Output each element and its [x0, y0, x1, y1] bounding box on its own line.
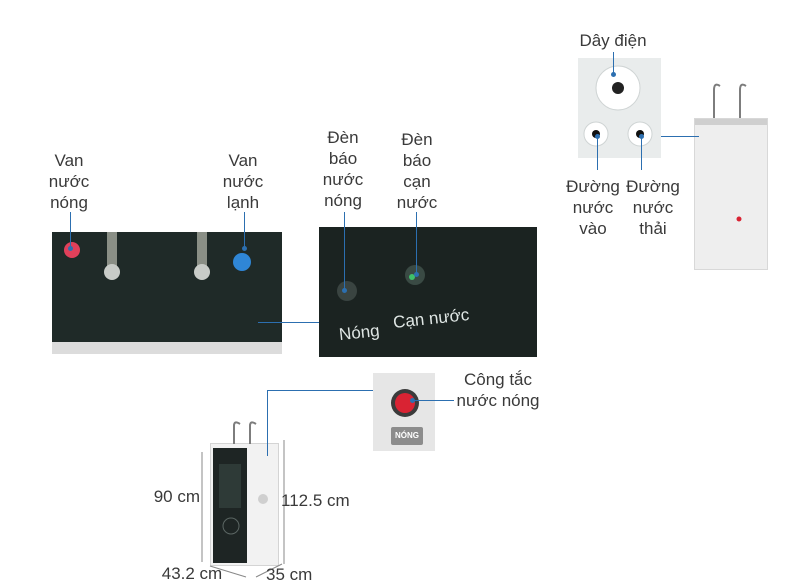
indicator-panel-photo: Nóng Cạn nước — [319, 227, 537, 357]
switch-photo: NÓNG — [373, 373, 435, 451]
indicator-panel-drawing — [319, 227, 537, 357]
leader-hot-valve-dot — [68, 246, 73, 251]
power-cord-drawing — [578, 58, 661, 158]
switch-drawing — [373, 373, 435, 451]
leader-hot-valve — [70, 212, 71, 248]
leader-power-cord-dot — [611, 72, 616, 77]
leader-switch-to-machine-v — [267, 390, 268, 456]
label-power-cord: Dây điện — [579, 31, 647, 50]
leader-power-to-machine — [661, 136, 699, 137]
machine-faucets — [233, 421, 257, 444]
faucets-drawing — [713, 83, 747, 118]
leader-water-inlet-dot — [595, 134, 600, 139]
leader-hot-light — [344, 212, 345, 290]
machine-top-photo — [694, 118, 768, 270]
valve-panel-drawing — [52, 232, 282, 354]
leader-hot-switch-dot — [410, 398, 415, 403]
power-cord-photo — [578, 58, 661, 158]
leader-power-cord — [613, 52, 614, 74]
leader-panel-link — [258, 322, 319, 323]
machine-top-drawing — [695, 119, 767, 269]
dimension-height-total: 112.5 cm — [281, 491, 350, 510]
machine-photo — [210, 443, 279, 566]
dimension-lines — [201, 440, 285, 578]
leader-cold-valve-dot — [242, 246, 247, 251]
valve-panel-photo — [52, 232, 282, 354]
leader-water-outlet — [641, 136, 642, 170]
dimension-width: 43.2 cm — [161, 564, 223, 583]
dimension-depth: 35 cm — [266, 565, 313, 584]
leader-empty-light — [416, 212, 417, 274]
leader-hot-switch — [412, 400, 454, 401]
panel-text-hot: Nóng — [338, 320, 381, 345]
hot-switch-button — [395, 393, 415, 413]
leader-empty-light-dot — [414, 272, 419, 277]
hot-indicator-light — [337, 281, 357, 301]
leader-switch-to-machine-h — [267, 390, 373, 391]
leader-hot-light-dot — [342, 288, 347, 293]
switch-label-text: NÓNG — [395, 431, 419, 440]
leader-water-inlet — [597, 136, 598, 170]
cold-valve-knob — [233, 253, 251, 271]
leader-cold-valve — [244, 212, 245, 248]
leader-water-outlet-dot — [639, 134, 644, 139]
machine-drawing — [211, 444, 278, 565]
dimension-height-body: 90 cm — [153, 487, 200, 506]
